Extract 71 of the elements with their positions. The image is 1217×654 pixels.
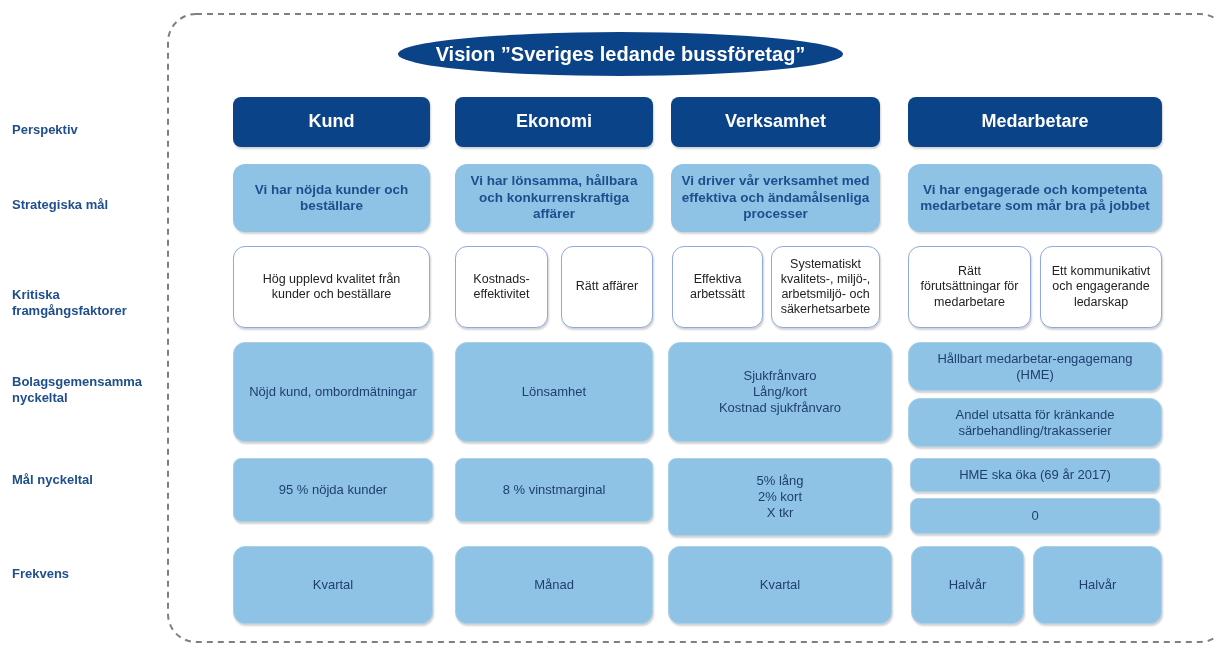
factor-text: Kostnads- effektivitet [472, 271, 531, 303]
frequency-box [911, 546, 1024, 624]
frequency-box [1033, 546, 1162, 624]
header-text: Kund [308, 111, 355, 133]
perspective-header [233, 97, 430, 147]
factor-text: Effektiva arbetssätt [689, 271, 746, 303]
factor-box [672, 246, 763, 328]
metric-text: Lång/kort [752, 384, 808, 400]
goal-box [455, 164, 653, 232]
frequency-text: Kvartal [759, 577, 801, 593]
target-box [910, 458, 1160, 492]
row-label: Strategiska mål [12, 197, 110, 213]
factor-box [908, 246, 1031, 328]
goal-text: Vi har engagerade och kompetenta medarbetare som mår bra på jobbet [919, 181, 1151, 215]
goal-text: Vi driver vår verksamhet med effektiva och ändamålsenliga processer [680, 173, 871, 223]
perspective-header [455, 97, 653, 147]
target-text: 0 [1031, 508, 1039, 524]
factor-box [561, 246, 653, 328]
factor-text: Rätt affärer [575, 279, 639, 295]
target-text: 8 % vinstmarginal [502, 482, 606, 498]
metric-text: Andel utsatta för kränkande särbehandling/trakasserier [954, 406, 1116, 439]
factor-box [771, 246, 880, 328]
target-box [668, 458, 892, 536]
goal-box [908, 164, 1162, 232]
target-text: 2% kort [757, 489, 803, 505]
metric-box [233, 342, 433, 442]
header-text: Verksamhet [724, 111, 827, 133]
row-label: Frekvens [12, 566, 71, 582]
perspective-header [908, 97, 1162, 147]
metric-box [455, 342, 653, 442]
row-label: Perspektiv [12, 122, 79, 138]
factor-box [1040, 246, 1162, 328]
metric-text: Lönsamhet [521, 384, 587, 400]
header-text: Ekonomi [516, 111, 592, 133]
frequency-box [233, 546, 433, 624]
factor-text: Rätt förutsättningar för medarbetare [919, 264, 1020, 310]
goal-box [233, 164, 430, 232]
vision-text: Vision ”Sveriges ledande bussföretag” [435, 41, 806, 67]
row-label: Bolagsgemensamma nyckeltal [12, 374, 144, 406]
target-text: 5% lång [756, 473, 804, 490]
factor-box [455, 246, 548, 328]
row-label: Mål nyckeltal [12, 472, 94, 488]
factor-text: Systematiskt kvalitets-, miljö-, arbetsmiljö- och säkerhetsarbete [780, 256, 871, 318]
metric-box [908, 342, 1162, 391]
goal-text: Vi har nöjda kunder och beställare [253, 181, 410, 215]
target-box [233, 458, 433, 522]
factor-box [233, 246, 430, 328]
metric-text: Sjukfrånvaro [743, 368, 817, 385]
perspective-header [671, 97, 880, 147]
frequency-text: Månad [534, 577, 574, 593]
target-box [455, 458, 653, 522]
row-label: Kritiska framgångsfaktorer [12, 287, 128, 319]
target-box [910, 498, 1160, 534]
header-text: Medarbetare [981, 111, 1089, 133]
frequency-box [455, 546, 653, 624]
target-text: 95 % nöjda kunder [278, 482, 388, 498]
target-text: X tkr [766, 504, 794, 521]
metric-text: Hållbart medarbetar-engagemang (HME) [936, 350, 1134, 383]
factor-text: Ett kommunikativt och engagerande ledarskap [1050, 264, 1152, 310]
frequency-box [668, 546, 892, 624]
metric-text: Kostnad sjukfrånvaro [718, 399, 842, 416]
goal-box [671, 164, 880, 232]
metric-text: Nöjd kund, ombordmätningar [249, 384, 417, 400]
metric-box [668, 342, 892, 442]
metric-box [908, 398, 1162, 447]
target-text: HME ska öka (69 år 2017) [959, 467, 1111, 483]
goal-text: Vi har lönsamma, hållbara och konkurrenskraftiga affärer [469, 173, 639, 223]
frequency-text: Kvartal [312, 577, 354, 593]
frequency-text: Halvår [948, 577, 987, 593]
factor-text: Hög upplevd kvalitet från kunder och beställare [261, 271, 402, 303]
frequency-text: Halvår [1078, 577, 1117, 593]
